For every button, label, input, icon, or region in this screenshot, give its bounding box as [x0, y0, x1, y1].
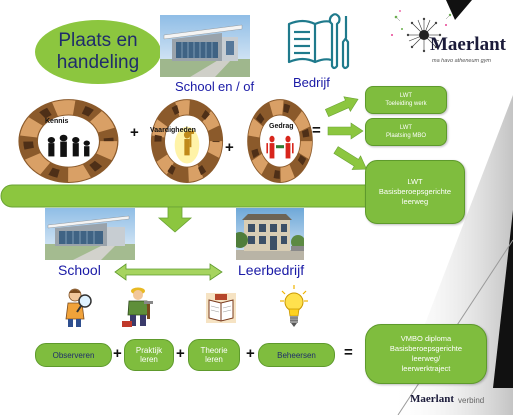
- footer-logo-tagline: verbind: [458, 396, 485, 405]
- double-arrow-school-leerbedrijf: [114, 263, 223, 281]
- hands-circle-gedrag: Gedrag: [240, 92, 320, 184]
- black-wedge-right: [493, 210, 513, 388]
- school-photo-bottom: [45, 208, 135, 260]
- step-theorie-line-2: leren: [205, 355, 223, 364]
- plus-operator-1: +: [130, 124, 139, 141]
- lwt-box-3-line-2: Basisberoepsgerichte: [378, 187, 452, 196]
- label-leerbedrijf: Leerbedrijf: [238, 262, 305, 278]
- lwt-box-plaatsing-mbo: LWT Plaatsing MBO: [365, 118, 447, 146]
- lwt-box-2-line-2: Plaatsing MBO: [385, 133, 427, 139]
- result-line-2: Basisberoepsgerichte: [389, 344, 463, 353]
- magnifier-person-icon: [62, 285, 94, 329]
- black-wedge-top: [446, 0, 472, 20]
- title-line-1: Plaats en: [58, 30, 138, 51]
- label-kennis: Kennis: [45, 118, 69, 125]
- step-praktijk-line-2: leren: [140, 355, 158, 364]
- step-praktijk-line-1: Praktijk: [135, 346, 163, 355]
- step-theorie-leren: Theorie leren: [188, 339, 240, 371]
- logo-tagline: ma havo atheneum gym: [432, 58, 492, 64]
- arrow-to-basisberoeps: [333, 146, 367, 170]
- step-beheersen-label: Beheersen: [277, 350, 316, 360]
- logo-name: Maerlant: [430, 34, 506, 55]
- plus-operator-4: +: [176, 345, 185, 362]
- equals-operator-bottom: =: [344, 344, 353, 361]
- label-school-bottom: School: [58, 262, 101, 278]
- result-line-3: leerweg/: [411, 354, 441, 363]
- hands-circle-kennis: Kennis: [5, 92, 127, 184]
- plus-operator-2: +: [225, 139, 234, 156]
- arrow-to-plaatsing: [327, 122, 364, 140]
- lightbulb-icon: [280, 285, 308, 329]
- result-line-1: VMBO diploma: [400, 334, 452, 343]
- hands-circle-vaardigheden: Vaardigheden: [143, 92, 231, 184]
- plus-operator-5: +: [246, 345, 255, 362]
- label-en-of: en / of: [218, 79, 255, 94]
- school-photo-top: [160, 15, 250, 77]
- label-school-top: School: [175, 79, 215, 94]
- book-icon: [205, 292, 237, 324]
- lwt-box-3-line-3: leerweg: [401, 197, 429, 206]
- title-oval: Plaats en handeling: [35, 20, 161, 84]
- dandelion-logo-icon: [388, 5, 460, 63]
- step-observeren: Observeren: [35, 343, 112, 367]
- step-theorie-line-1: Theorie: [200, 346, 228, 355]
- lwt-box-2-line-1: LWT: [399, 125, 413, 131]
- label-gedrag: Gedrag: [269, 123, 294, 130]
- label-bedrijf: Bedrijf: [293, 75, 330, 90]
- lwt-box-1-line-2: Toeleiding werk: [385, 101, 427, 107]
- down-arrow: [157, 206, 193, 233]
- result-line-4: leerwerktraject: [401, 364, 451, 373]
- main-horizontal-bar: [0, 184, 369, 208]
- book-tools-icon: [285, 10, 351, 72]
- step-observeren-label: Observeren: [52, 350, 95, 360]
- step-praktijk-leren: Praktijk leren: [124, 339, 174, 371]
- leerbedrijf-photo: [236, 208, 304, 260]
- lwt-box-1-line-1: LWT: [399, 93, 413, 99]
- arrow-to-toeleiding: [324, 96, 359, 118]
- worker-icon: [120, 285, 156, 329]
- lwt-box-3-line-1: LWT: [407, 177, 423, 186]
- equals-operator-top: =: [312, 122, 321, 139]
- plus-operator-3: +: [113, 345, 122, 362]
- lwt-box-toeleiding-werk: LWT Toeleiding werk: [365, 86, 447, 114]
- title-line-2: handeling: [56, 52, 140, 73]
- result-vmbo-diploma: VMBO diploma Basisberoepsgerichte leerwe…: [365, 324, 487, 384]
- footer-logo-name: Maerlant: [410, 393, 454, 405]
- label-vaardigheden: Vaardigheden: [150, 127, 196, 134]
- step-beheersen: Beheersen: [258, 343, 335, 367]
- lwt-box-basisberoepsgerichte: LWT Basisberoepsgerichte leerweg: [365, 160, 465, 224]
